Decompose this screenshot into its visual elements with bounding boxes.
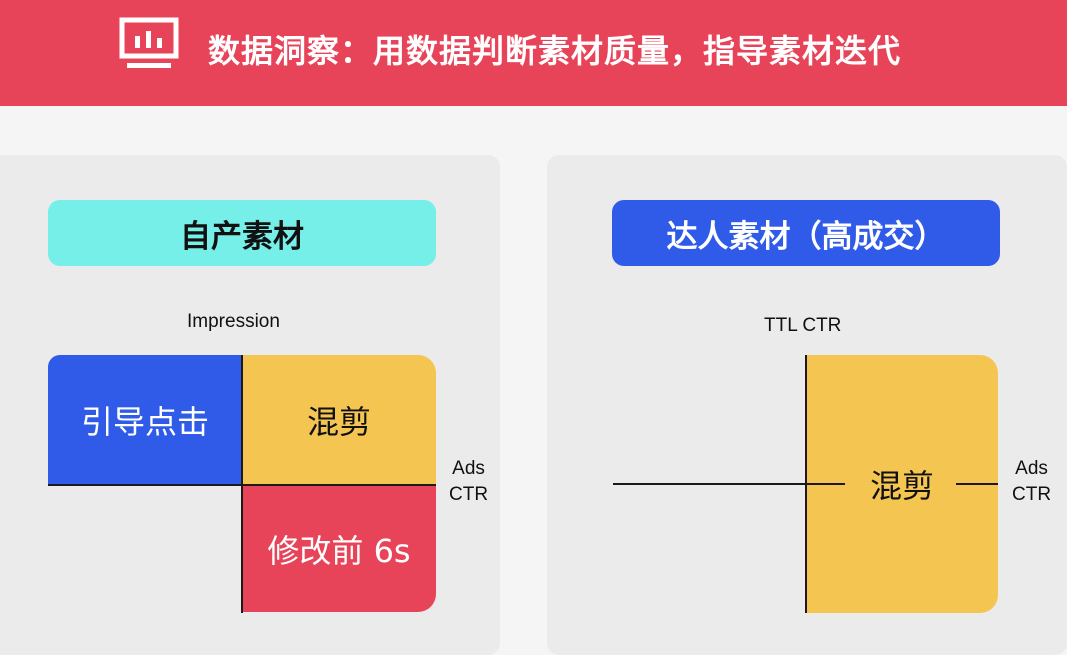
- quadrant-modify-first-6s: 修改前 6s: [242, 485, 436, 612]
- left-panel-title: 自产素材: [48, 200, 436, 266]
- quadrant-mixed-cut: 混剪: [242, 355, 436, 485]
- right-y-axis-line: [805, 355, 807, 613]
- left-x-axis-label-line2: CTR: [449, 484, 489, 505]
- quadrant-mixed-cut-right-label: 混剪: [853, 461, 950, 507]
- right-x-axis-line-left: [613, 483, 845, 485]
- left-y-axis-line: [241, 355, 243, 613]
- page-title: 数据洞察：用数据判断素材质量，指导素材迭代: [208, 32, 902, 70]
- right-x-axis-label-line2: CTR: [1012, 484, 1052, 505]
- quadrant-guide-click: 引导点击: [48, 355, 242, 485]
- right-panel-title: 达人素材（高成交）: [612, 200, 1000, 266]
- header-banner: 数据洞察：用数据判断素材质量，指导素材迭代: [0, 0, 1067, 106]
- left-x-axis-label: Ads CTR: [449, 456, 488, 508]
- right-x-axis-label-line1: Ads: [1015, 458, 1048, 479]
- left-y-axis-label: Impression: [187, 311, 280, 332]
- right-x-axis-label: Ads CTR: [1012, 456, 1051, 508]
- left-x-axis-label-line1: Ads: [452, 458, 485, 479]
- right-x-axis-line-right: [956, 483, 998, 485]
- right-y-axis-label: TTL CTR: [764, 315, 842, 336]
- presentation-chart-icon: [119, 17, 179, 68]
